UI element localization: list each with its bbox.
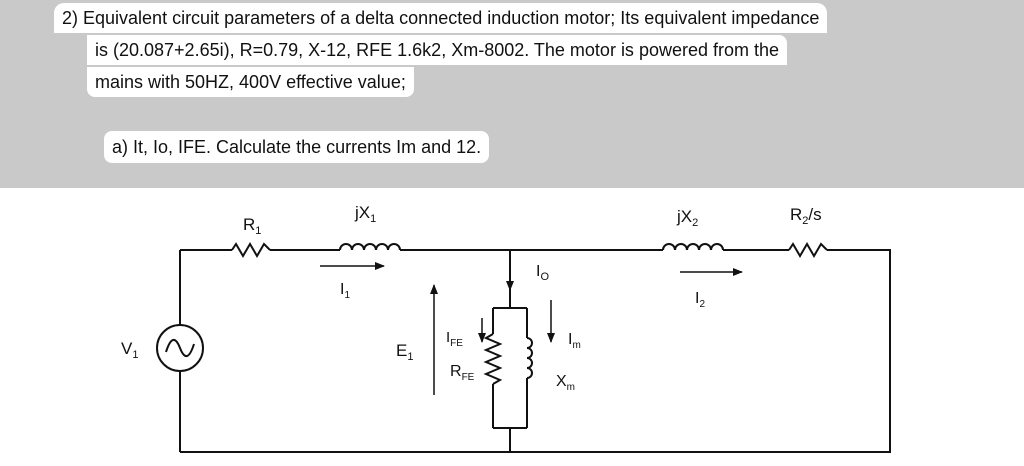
i1-label: I1 <box>340 281 350 301</box>
io-label: IO <box>536 263 549 283</box>
v1-source-circle <box>156 324 204 372</box>
i2-label: I2 <box>695 290 705 310</box>
r1-resistor <box>231 242 271 258</box>
problem-line-2: is (20.087+2.65i), R=0.79, X-12, RFE 1.6… <box>87 35 788 65</box>
v1-label: V1 <box>121 339 138 361</box>
r1-label: R1 <box>243 215 261 237</box>
e1-label: E1 <box>396 341 413 363</box>
im-label: Im <box>568 331 581 351</box>
jx2-label: jX2 <box>676 207 698 229</box>
problem-line-3: mains with 50HZ, 400V effective value; <box>87 67 414 97</box>
jx1-inductor <box>339 243 401 251</box>
ife-label: IFE <box>446 329 463 349</box>
equivalent-circuit-diagram: R1 jX1 jX2 R2/s V1 I1 I2 IO E1 IFE Im RF… <box>121 203 891 453</box>
r2s-label: R2/s <box>790 205 822 227</box>
jx2-inductor <box>662 243 724 251</box>
xm-label: Xm <box>556 373 575 393</box>
rfe-label: RFE <box>450 363 475 383</box>
v1-source-wave <box>165 339 195 357</box>
jx1-label: jX1 <box>354 203 376 225</box>
wire-r2-right <box>180 249 891 453</box>
rfe-resistor <box>483 333 503 385</box>
question-a: a) It, Io, IFE. Calculate the currents I… <box>104 131 490 163</box>
r2s-resistor <box>788 242 828 258</box>
xm-inductor <box>526 337 533 379</box>
problem-line-1: 2) Equivalent circuit parameters of a de… <box>54 3 828 33</box>
